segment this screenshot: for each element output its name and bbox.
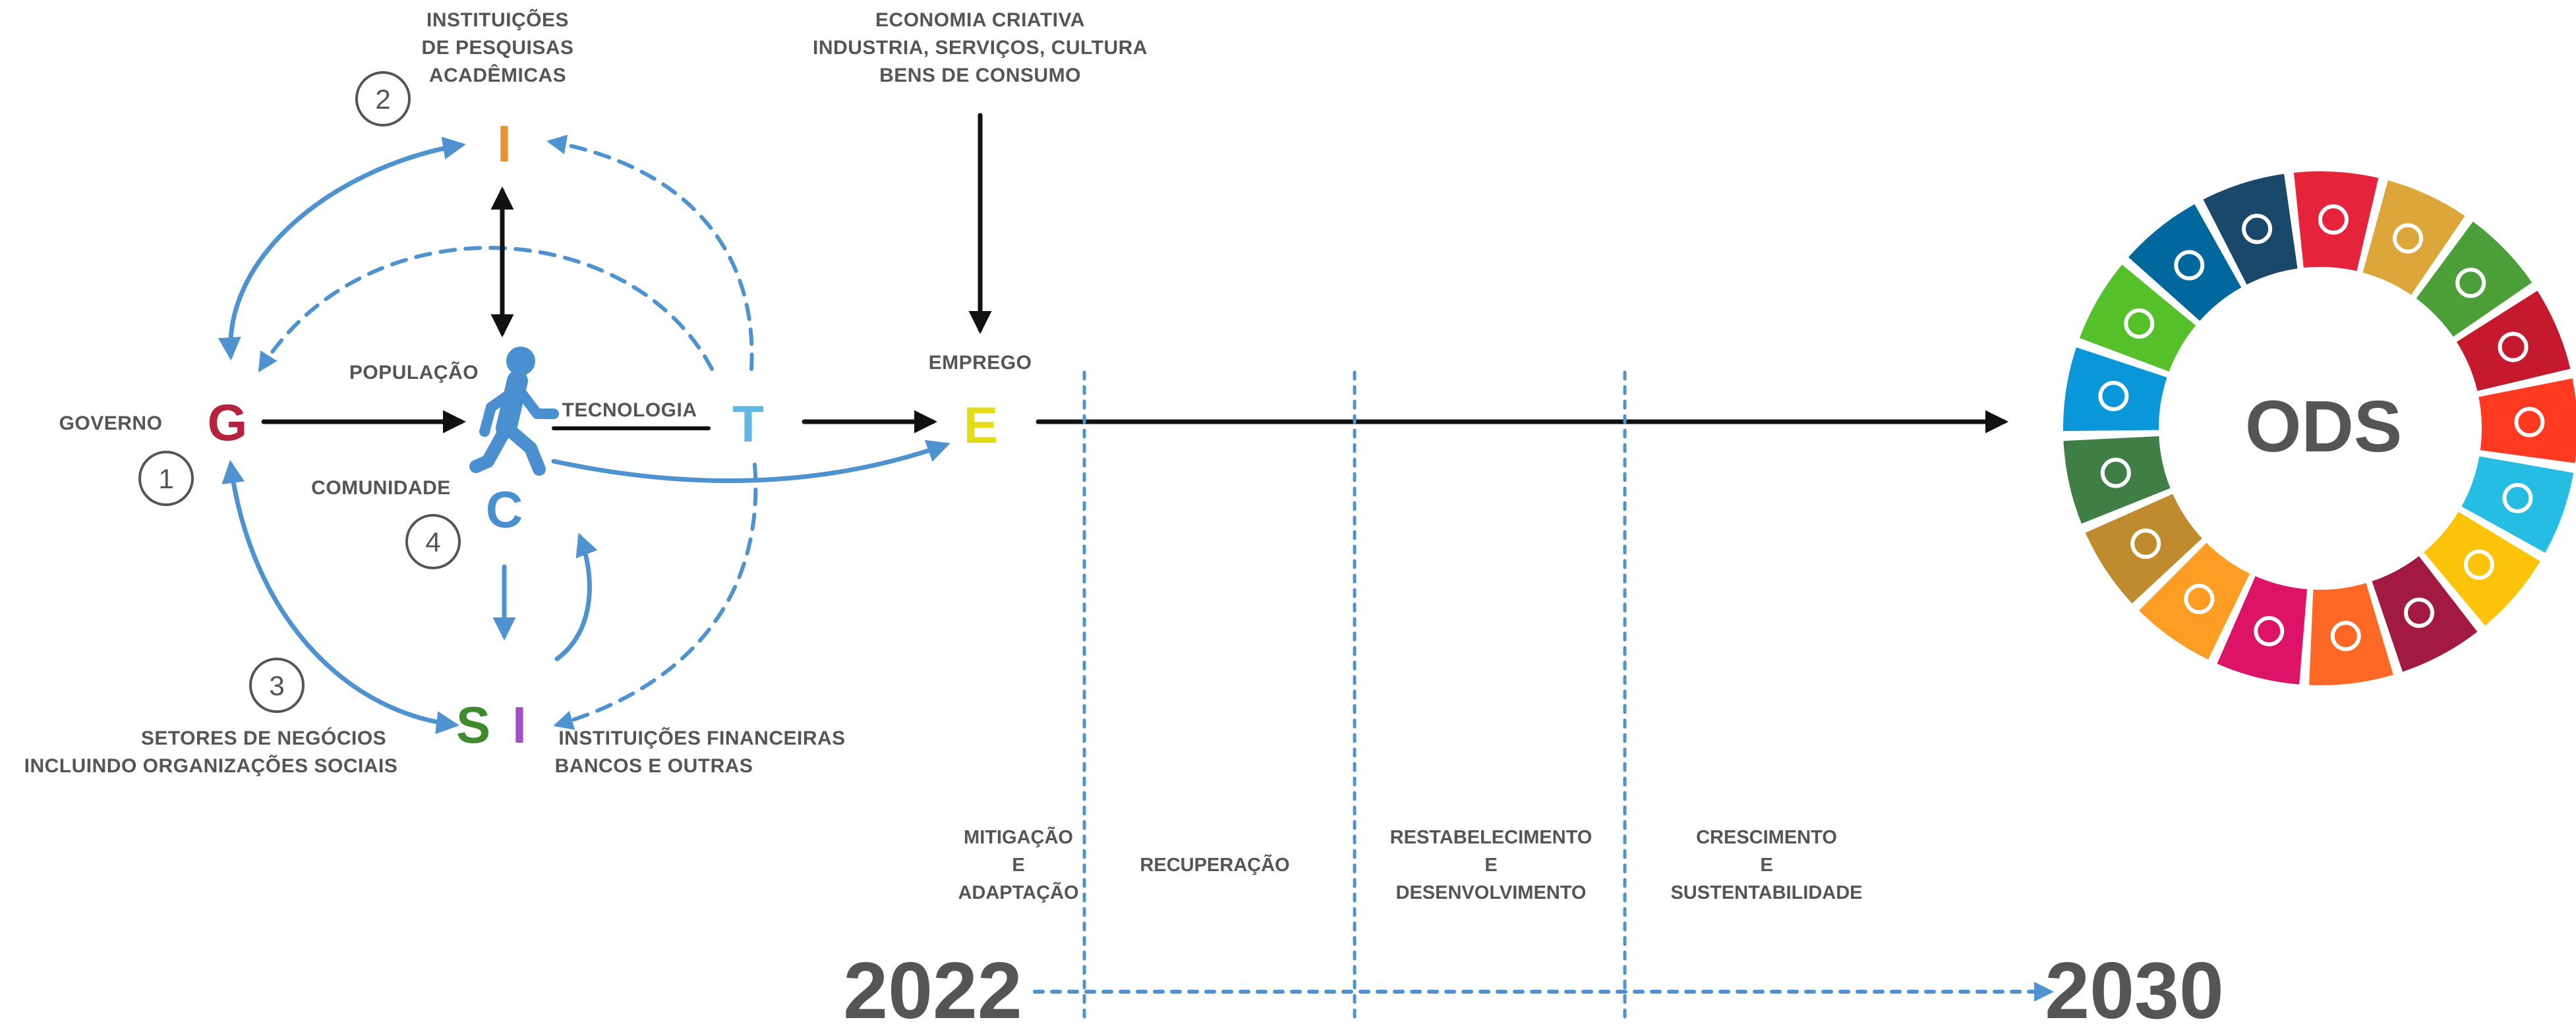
phase-labels: MITIGAÇÃO E ADAPTAÇÃO RECUPERAÇÃO RESTAB…	[958, 826, 1862, 903]
ods-segment-food-bowl-icon	[2362, 180, 2465, 295]
tecnologia-label: TECNOLOGIA	[562, 399, 697, 421]
arrow-si-to-c	[554, 532, 598, 662]
walking-person-icon	[469, 347, 559, 476]
arrow-t-to-i-dashed	[546, 134, 754, 371]
phase-restabelecimento-line3: DESENVOLVIMENTO	[1396, 882, 1587, 903]
heartbeat-icon	[2455, 268, 2486, 299]
year-end: 2030	[2045, 946, 2223, 1021]
ods-segment-book-icon	[2456, 291, 2571, 391]
phase-crescimento-line2: E	[1760, 855, 1772, 876]
connector-arrows	[218, 113, 2054, 1023]
letter-i-instituicoes: I	[497, 115, 512, 173]
arrow-g-to-i	[218, 136, 466, 360]
ods-segment-gender-icon	[2478, 378, 2576, 463]
ods-segment-city-icon	[2138, 542, 2250, 660]
ods-segment-growth-chart-icon	[2372, 555, 2478, 672]
number-marker-4: 4	[405, 514, 461, 569]
populacao-label: POPULAÇÃO	[349, 361, 479, 384]
instituicoes-label-line2: DE PESQUISAS	[421, 37, 573, 59]
dove-icon	[2174, 250, 2205, 281]
ods-segment-equality-arrows-icon	[2217, 576, 2307, 685]
letter-s-setores: S	[456, 696, 490, 754]
arrow-g-to-s	[221, 460, 459, 735]
economia-label-line2: INDUSTRIA, SERVIÇOS, CULTURA	[813, 37, 1148, 59]
number-marker-2: 2	[355, 71, 411, 127]
ods-segment-infinity-icon	[2085, 494, 2202, 604]
letter-c-comunidade: C	[486, 480, 523, 538]
letter-e-emprego: E	[964, 396, 998, 454]
phase-recuperacao: RECUPERAÇÃO	[1140, 853, 1289, 876]
city-icon	[2184, 583, 2215, 614]
financeiras-label-line1: INSTITUIÇÕES FINANCEIRAS	[558, 727, 845, 749]
ods-segments	[2063, 171, 2576, 686]
setores-label-line1: SETORES DE NEGÓCIOS	[141, 727, 386, 749]
ods-segment-sun-icon	[2424, 511, 2540, 626]
phase-mitigacao-line3: ADAPTAÇÃO	[958, 881, 1078, 903]
governo-label: GOVERNO	[59, 412, 163, 434]
instituicoes-label-line1: INSTITUIÇÕES	[426, 9, 569, 31]
growth-chart-icon	[2403, 597, 2434, 628]
ods-segment-water-drop-icon	[2461, 456, 2574, 553]
eye-globe-icon	[2100, 457, 2131, 488]
emprego-label: EMPREGO	[929, 352, 1032, 374]
arrow-c-to-e	[551, 440, 951, 484]
tree-icon	[2124, 308, 2155, 339]
setores-label-line2: INCLUINDO ORGANIZAÇÕES SOCIAIS	[24, 754, 398, 777]
arrow-t-to-si-dashed	[553, 463, 758, 730]
cubes-icon	[2330, 621, 2361, 652]
ods-segment-eye-globe-icon	[2063, 436, 2171, 524]
economia-label-line3: BENS DE CONSUMO	[879, 65, 1081, 86]
number-marker-1: 1	[138, 451, 194, 506]
node-letters: G I T C S I E	[208, 115, 998, 754]
ods-segment-dove-icon	[2128, 204, 2242, 321]
ods-segment-fish-icon	[2063, 347, 2167, 432]
water-drop-icon	[2502, 482, 2533, 513]
food-bowl-icon	[2392, 223, 2423, 254]
number-1: 1	[158, 463, 173, 494]
phase-crescimento-line3: SUSTENTABILIDADE	[1670, 882, 1862, 903]
number-3: 3	[269, 670, 284, 701]
number-markers: 2 1 4 3	[138, 71, 461, 713]
ods-segment-flower-ring-icon	[2203, 173, 2298, 285]
phase-restabelecimento-line2: E	[1484, 855, 1497, 876]
node-captions: INSTITUIÇÕES DE PESQUISAS ACADÊMICAS ECO…	[24, 9, 1148, 777]
ods-wheel: ODS	[2063, 171, 2576, 686]
infinity-icon	[2130, 528, 2161, 559]
letter-i-financeiras: I	[512, 696, 527, 754]
sun-icon	[2463, 549, 2494, 580]
book-icon	[2498, 331, 2529, 362]
letter-g-governo: G	[208, 393, 248, 451]
arrow-t-to-g-dashed	[258, 246, 714, 373]
number-4: 4	[425, 526, 440, 557]
ods-label: ODS	[2245, 386, 2402, 467]
ods-segment-cubes-icon	[2309, 583, 2393, 686]
instituicoes-label-line3: ACADÊMICAS	[429, 64, 566, 86]
economia-label-line1: ECONOMIA CRIATIVA	[875, 9, 1085, 31]
gender-icon	[2514, 407, 2545, 438]
comunidade-label: COMUNIDADE	[311, 477, 451, 499]
ods-segment-people-icon	[2293, 171, 2379, 271]
phase-mitigacao-line2: E	[1012, 855, 1024, 876]
financeiras-label-line2: BANCOS E OUTRAS	[555, 755, 753, 777]
ods-segment-heartbeat-icon	[2416, 221, 2532, 337]
year-start: 2022	[843, 946, 1022, 1021]
number-marker-3: 3	[249, 658, 305, 713]
flower-ring-icon	[2242, 213, 2273, 244]
people-icon	[2318, 204, 2349, 235]
phase-mitigacao-line1: MITIGAÇÃO	[964, 826, 1073, 848]
fish-icon	[2098, 380, 2129, 411]
equality-arrows-icon	[2254, 615, 2285, 646]
phase-restabelecimento-line1: RESTABELECIMENTO	[1390, 827, 1593, 848]
phase-crescimento-line1: CRESCIMENTO	[1696, 827, 1837, 848]
ods-segment-tree-icon	[2079, 264, 2196, 372]
number-2: 2	[375, 84, 390, 115]
letter-t-tecnologia: T	[732, 395, 764, 453]
